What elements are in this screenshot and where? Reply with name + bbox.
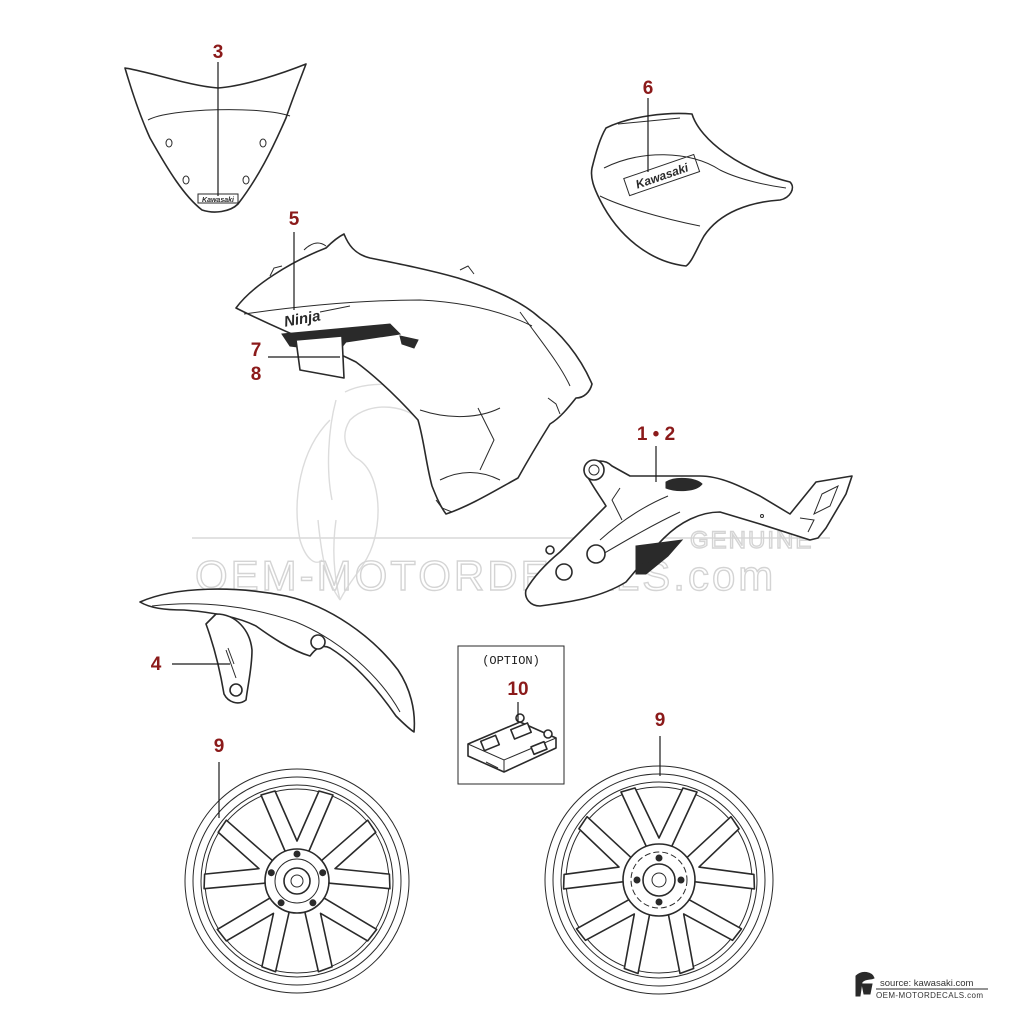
site-text: OEM-MOTORDECALS.com [876, 991, 983, 1000]
footer-credit: source: kawasaki.com OEM-MOTORDECALS.com [855, 971, 988, 1000]
callout-9-left: 9 [214, 736, 225, 757]
source-text: source: kawasaki.com [880, 978, 974, 989]
front-fender-part [139, 588, 416, 733]
front-wheel-part [184, 768, 410, 994]
rider-logo-icon [855, 971, 875, 997]
windshield-logo-text: Kawasaki [202, 197, 235, 204]
front-wheel-spokes [203, 790, 391, 973]
callout-7: 7 [251, 340, 262, 361]
watermark-text: OEM-MOTORDECALS.com [195, 552, 776, 599]
rear-wheel-spokes [562, 787, 756, 975]
windshield-part: Kawasaki [124, 63, 307, 213]
seat-cowl-part: Kawasaki [590, 112, 794, 267]
swingarm-part [524, 459, 853, 607]
option-frame [457, 645, 565, 785]
callout-10: 10 [507, 679, 528, 700]
callout-1-2: 1 • 2 [637, 424, 675, 445]
callout-3: 3 [213, 42, 224, 63]
frame-slider-part [467, 713, 557, 773]
callout-5: 5 [289, 209, 300, 230]
rear-wheel-part [544, 765, 774, 995]
callout-9-right: 9 [655, 710, 666, 731]
callout-4: 4 [151, 654, 162, 675]
fairing-logo-text: Ninja [283, 308, 322, 331]
option-label: (OPTION) [482, 654, 540, 668]
side-fairing-part: Ninja [235, 233, 593, 515]
callout-6: 6 [643, 78, 654, 99]
callout-8: 8 [251, 364, 262, 385]
option-box: (OPTION) [457, 645, 565, 785]
